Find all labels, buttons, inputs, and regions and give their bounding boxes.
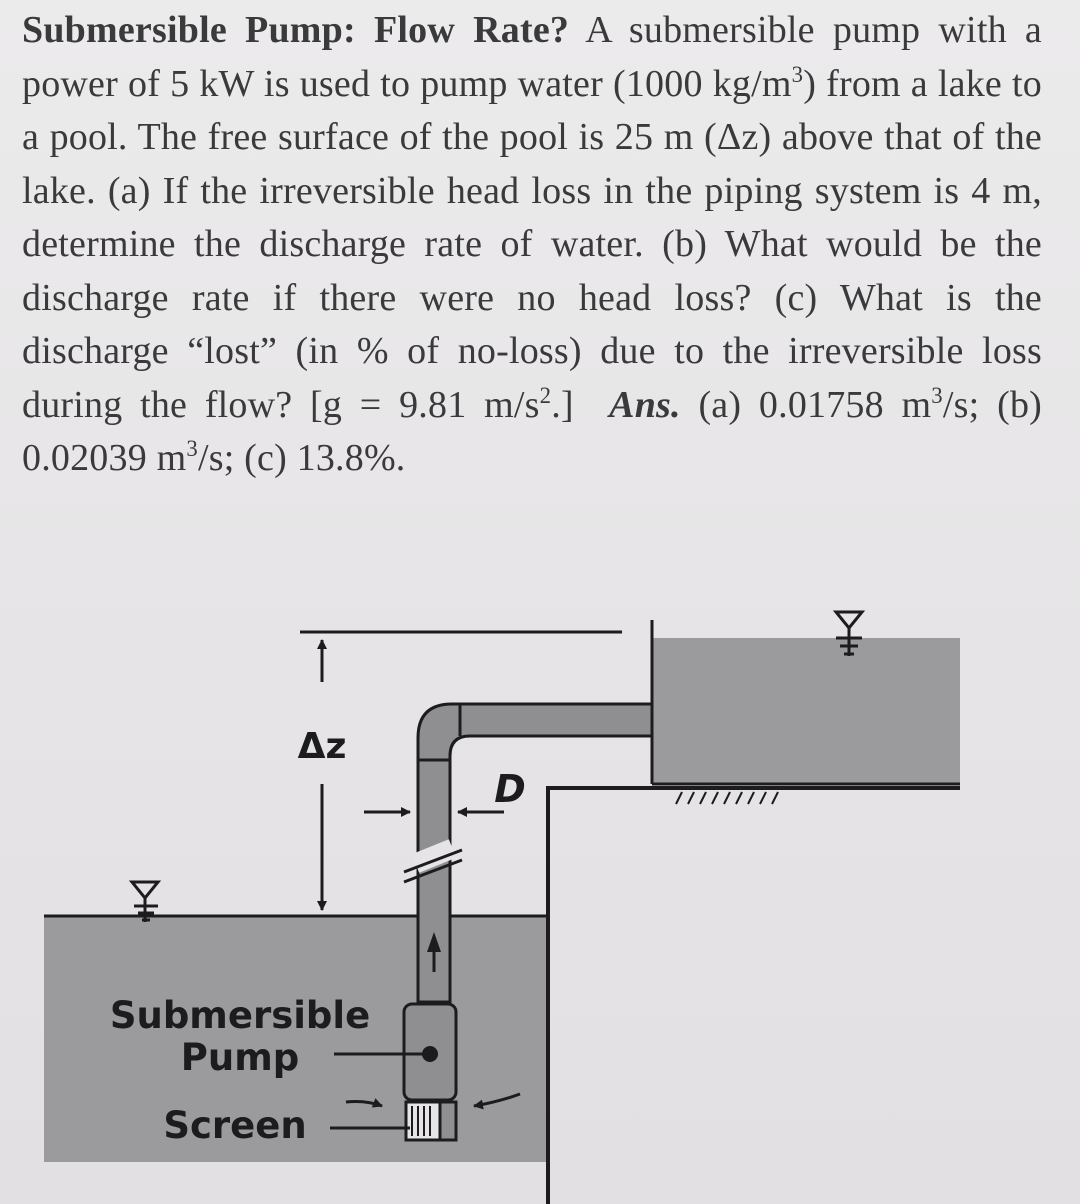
lake-free-surface-icon — [128, 880, 162, 922]
ground-hatch — [675, 791, 779, 805]
pump-body — [402, 1002, 458, 1102]
lake-water — [44, 916, 548, 1162]
superscript: 2 — [539, 382, 552, 408]
pump-screen — [404, 1100, 458, 1142]
discharge-pipe — [403, 702, 654, 1004]
problem-text: Submersible Pump: Flow Rate? A submersib… — [22, 4, 1042, 486]
pump-label-line2: Pump — [181, 1036, 300, 1079]
answer-c: /s; (c) 13.8%. — [197, 437, 406, 479]
answer-label: Ans. — [609, 383, 681, 426]
superscript: 3 — [791, 61, 804, 87]
pool-free-surface-icon — [832, 610, 866, 656]
flow-arrow-icon — [427, 932, 441, 972]
problem-body-1: A submersible pump with a power of 5 kW … — [22, 9, 1042, 105]
answer-a: (a) 0.01758 m — [698, 383, 932, 426]
screen-label: Screen — [163, 1104, 306, 1147]
problem-title: Submersible Pump: Flow Rate? — [22, 9, 570, 51]
pump-label-line1: Submersible — [110, 994, 370, 1037]
superscript: 3 — [186, 436, 198, 462]
delta-z-label: Δz — [298, 726, 347, 767]
superscript: 3 — [931, 382, 943, 408]
pool-water — [652, 638, 960, 784]
answer-b: /s; (b) 0.02039 m — [22, 383, 1042, 480]
inlet-arrows-icon — [345, 1092, 521, 1110]
pump-diagram: Δz D Submersible Pump Screen — [44, 610, 960, 1204]
problem-body-3: .] — [551, 383, 574, 426]
diameter-label: D — [494, 767, 526, 811]
ground-profile — [546, 786, 960, 1204]
problem-body-2: ) from a lake to a pool. The free surfac… — [22, 62, 1042, 426]
